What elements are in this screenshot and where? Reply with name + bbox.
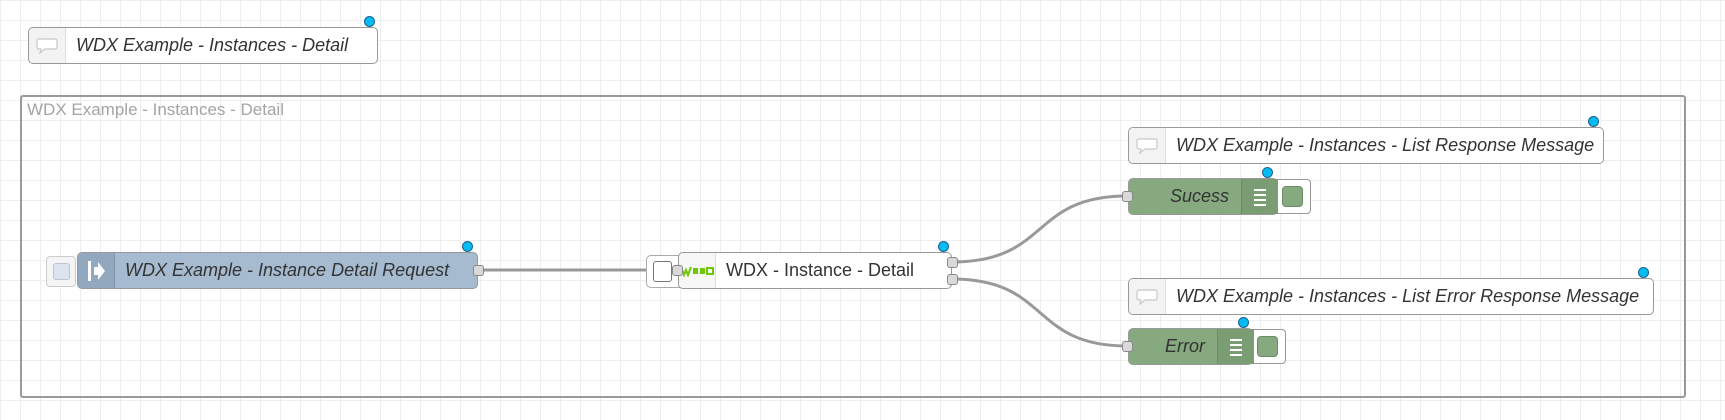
error-debug-node[interactable]: Error <box>1122 317 1254 365</box>
changed-indicator <box>462 241 473 252</box>
wdx-instance-detail-node[interactable]: WDX - Instance - Detail <box>672 241 958 289</box>
arrow-in-icon <box>78 253 115 288</box>
changed-indicator <box>1638 267 1649 278</box>
inject-trigger-inner <box>53 263 70 280</box>
inject-output-port[interactable] <box>473 265 484 276</box>
changed-indicator <box>1588 116 1599 127</box>
success-debug-node[interactable]: Sucess <box>1122 167 1278 215</box>
wdx-input-inner <box>653 261 672 282</box>
comment-icon <box>1129 128 1166 163</box>
wdx-output-port-success[interactable] <box>947 257 958 268</box>
inject-node[interactable]: WDX Example - Instance Detail Request <box>77 241 484 289</box>
error-debug-toggle-inner <box>1257 336 1278 357</box>
inject-trigger-button[interactable] <box>46 256 76 287</box>
comment-icon <box>1129 279 1166 314</box>
comment-icon <box>29 28 66 63</box>
error-comment-node[interactable]: WDX Example - Instances - List Error Res… <box>1128 267 1654 315</box>
changed-indicator <box>1262 167 1273 178</box>
wdx-output-port-error[interactable] <box>947 274 958 285</box>
top-comment-label: WDX Example - Instances - Detail <box>76 35 349 55</box>
changed-indicator <box>938 241 949 252</box>
top-comment-node[interactable]: WDX Example - Instances - Detail <box>28 16 378 64</box>
group-label: WDX Example - Instances - Detail <box>27 100 284 119</box>
flow-group[interactable]: WDX Example - Instances - Detail <box>20 95 1686 398</box>
error-debug-label: Error <box>1165 336 1205 356</box>
changed-indicator <box>1238 317 1249 328</box>
changed-indicator <box>364 16 375 27</box>
list-icon <box>1217 329 1254 364</box>
success-debug-input-port[interactable] <box>1122 191 1133 202</box>
list-icon <box>1241 179 1278 214</box>
wago-logo-icon <box>679 253 716 288</box>
error-comment-label: WDX Example - Instances - List Error Res… <box>1176 286 1640 306</box>
success-debug-label: Sucess <box>1169 186 1229 206</box>
error-debug-input-port[interactable] <box>1122 341 1133 352</box>
wdx-input-port[interactable] <box>672 265 683 276</box>
success-debug-toggle-inner <box>1282 186 1303 207</box>
wdx-node-label: WDX - Instance - Detail <box>726 260 915 280</box>
inject-node-label: WDX Example - Instance Detail Request <box>125 260 450 280</box>
success-comment-label: WDX Example - Instances - List Response … <box>1176 135 1595 155</box>
success-comment-node[interactable]: WDX Example - Instances - List Response … <box>1128 116 1604 164</box>
